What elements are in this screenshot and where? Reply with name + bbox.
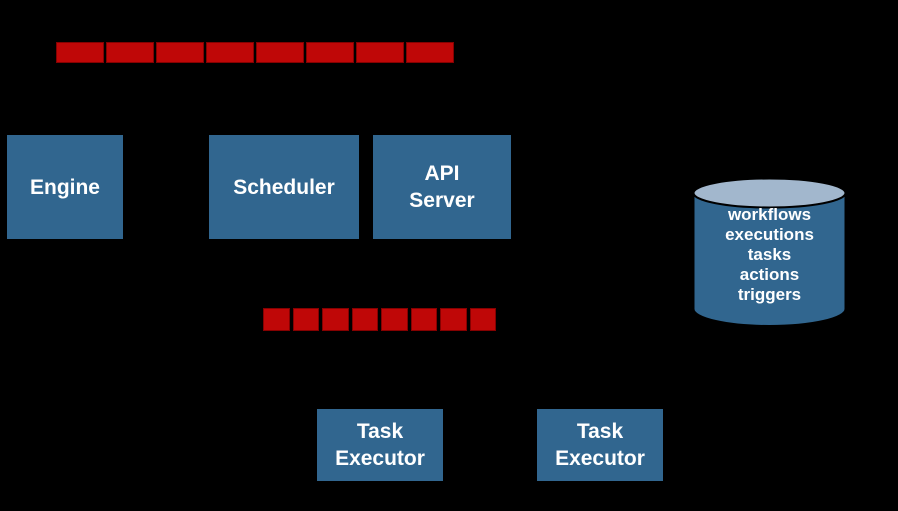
queue-segment <box>381 308 408 331</box>
queue-segment <box>106 42 154 63</box>
queue-segment <box>156 42 204 63</box>
queue-segment <box>256 42 304 63</box>
node-api-server-label-line2: Server <box>409 189 475 212</box>
node-task-executor-1-label-line1: Task <box>356 420 404 443</box>
queue-segment <box>263 308 290 331</box>
node-scheduler-label: Scheduler <box>233 175 335 199</box>
datastore-item: triggers <box>737 285 802 304</box>
message-queue-bottom <box>263 308 496 331</box>
node-task-executor-2-label-line1: Task <box>576 420 624 443</box>
queue-segment <box>406 42 454 63</box>
datastore-item: tasks <box>747 245 792 264</box>
node-engine: Engine <box>7 135 123 239</box>
queue-segment <box>351 308 378 331</box>
datastore-item: executions <box>725 225 814 244</box>
queue-segment <box>292 308 319 331</box>
node-scheduler: Scheduler <box>209 135 359 239</box>
node-task-executor-1: Task Executor <box>317 409 443 481</box>
queue-segment <box>56 42 104 63</box>
queue-segment <box>306 42 354 63</box>
datastore-item: actions <box>739 265 800 284</box>
node-task-executor-2-label-line2: Executor <box>555 447 645 470</box>
queue-segment <box>410 308 437 331</box>
queue-segment <box>356 42 404 63</box>
node-task-executor-1-label-line2: Executor <box>335 447 425 470</box>
node-api-server-label-line1: API <box>424 162 460 185</box>
node-task-executor-2: Task Executor <box>537 409 663 481</box>
message-queue-top <box>56 42 454 63</box>
datastore-item: workflows <box>727 205 812 224</box>
node-api-server: API Server <box>373 135 511 239</box>
queue-segment <box>469 308 496 331</box>
queue-segment <box>206 42 254 63</box>
queue-segment <box>440 308 467 331</box>
queue-segment <box>322 308 349 331</box>
database-cylinder-icon <box>692 177 847 327</box>
node-engine-label: Engine <box>29 175 100 199</box>
